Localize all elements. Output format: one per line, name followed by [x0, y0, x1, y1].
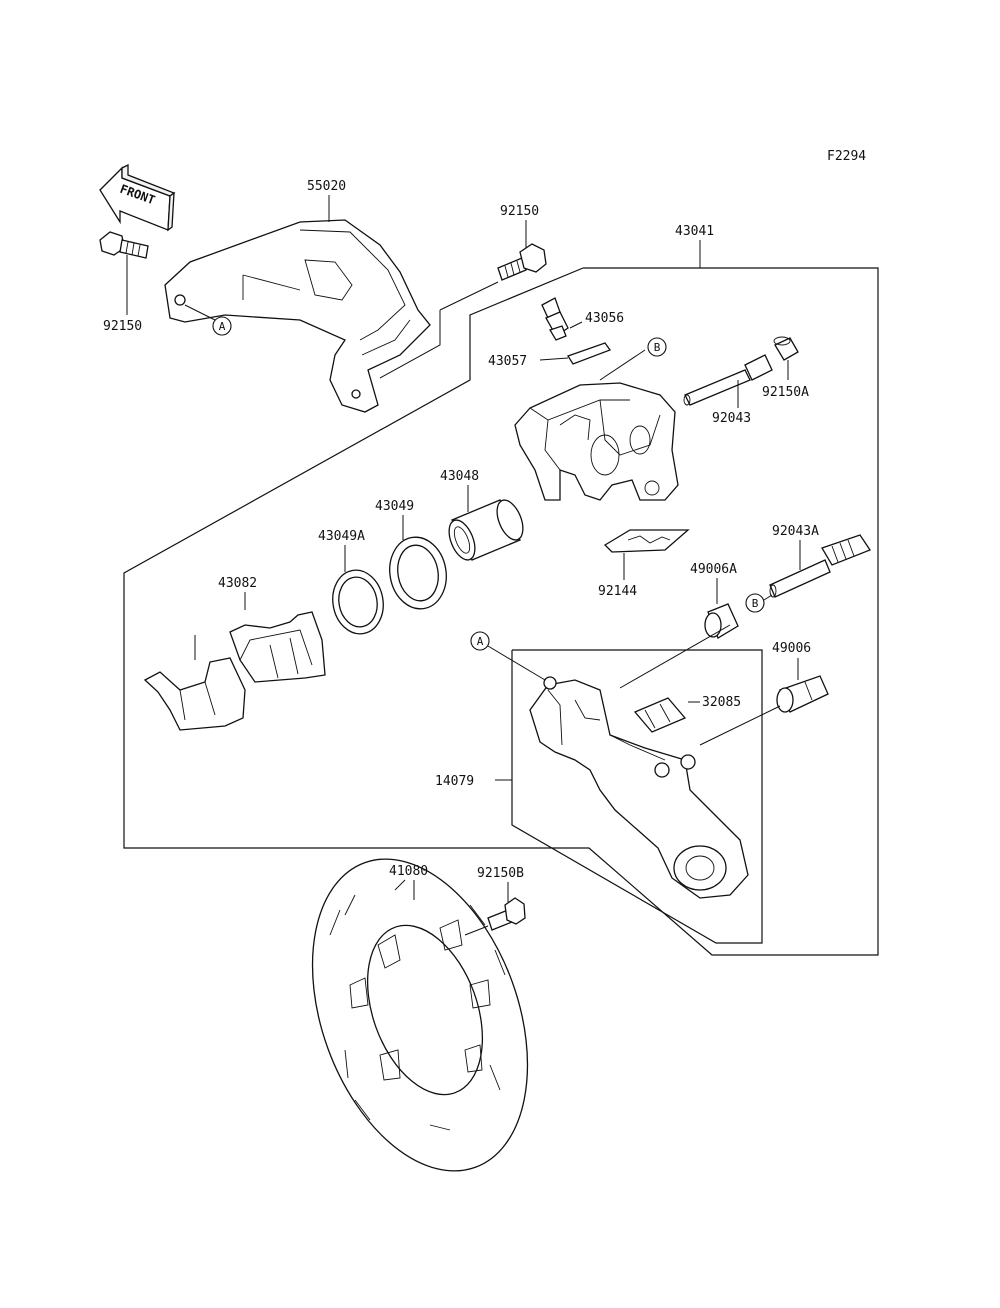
part-label-92043A: 92043A: [772, 524, 819, 539]
brake-pads-43082: [143, 611, 326, 731]
ref-marker-b-top: B: [647, 337, 667, 357]
bleeder-valve-43056: [541, 297, 569, 341]
part-label-43041: 43041: [675, 224, 714, 239]
part-label-92043: 92043: [712, 411, 751, 426]
caliper-body: [514, 382, 679, 501]
part-label-55020: 55020: [307, 179, 346, 194]
part-label-43056: 43056: [585, 311, 624, 326]
boot-49006A: [704, 603, 739, 639]
part-label-32085: 32085: [702, 695, 741, 710]
svg-text:B: B: [752, 597, 759, 610]
part-label-41080: 41080: [389, 864, 428, 879]
cap-43057: [567, 342, 612, 365]
part-label-92144: 92144: [598, 584, 637, 599]
boot-49006: [776, 675, 829, 713]
slide-pin-92043A: [769, 534, 871, 598]
front-arrow-icon: FRONT: [99, 163, 176, 232]
caliper-bracket-14079: [529, 624, 749, 899]
part-label-43082: 43082: [218, 576, 257, 591]
piston-43048: [448, 499, 524, 561]
pad-spring-92144: [603, 529, 690, 553]
slide-pin-92043: [683, 354, 773, 406]
part-label-49006A: 49006A: [690, 562, 737, 577]
seal-43049A: [332, 569, 384, 635]
svg-text:B: B: [654, 341, 661, 354]
cap-92150A: [773, 336, 799, 361]
part-label-92150-top: 92150: [500, 204, 539, 219]
part-label-49006: 49006: [772, 641, 811, 656]
brake-disc-41080: [311, 858, 529, 1172]
figure-id: F2294: [827, 149, 866, 164]
part-label-92150A: 92150A: [762, 385, 809, 400]
ref-marker-a-lower: A: [470, 631, 490, 651]
pad-spring-32085: [633, 697, 687, 733]
seal-43049: [389, 536, 447, 610]
svg-text:A: A: [477, 635, 484, 648]
part-label-14079: 14079: [435, 774, 474, 789]
part-label-92150B: 92150B: [477, 866, 524, 881]
part-label-43048: 43048: [440, 469, 479, 484]
bolt-92150-top: [497, 243, 547, 281]
part-label-43049: 43049: [375, 499, 414, 514]
bolt-92150-left: [99, 231, 149, 259]
svg-text:A: A: [219, 320, 226, 333]
part-label-43049A: 43049A: [318, 529, 365, 544]
ref-marker-b-right: B: [745, 593, 765, 613]
part-label-92150-left: 92150: [103, 319, 142, 334]
bolt-92150B: [487, 897, 526, 931]
ref-marker-a-bracket: A: [212, 316, 232, 336]
assembly-outline: [123, 240, 879, 956]
part-label-43057: 43057: [488, 354, 527, 369]
brake-guard-bracket: [164, 219, 431, 413]
